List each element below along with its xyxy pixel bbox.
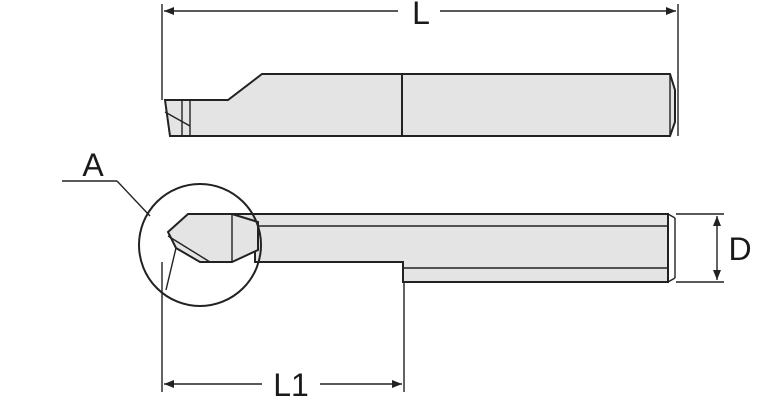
label-a: A [82,147,104,183]
label-l1: L1 [273,367,309,402]
label-d: D [728,231,751,267]
cutting-tip [166,213,259,263]
dimension-l1: L1 [161,262,405,402]
label-l: L [412,0,430,31]
detail-circle [138,183,262,307]
top-view [163,73,676,137]
detail-a: A [62,147,262,307]
top-view-body [163,73,676,137]
dimension-d: D [676,213,752,283]
dimension-l: L [161,0,679,136]
bottom-view [165,213,676,291]
shank-body [231,213,669,283]
